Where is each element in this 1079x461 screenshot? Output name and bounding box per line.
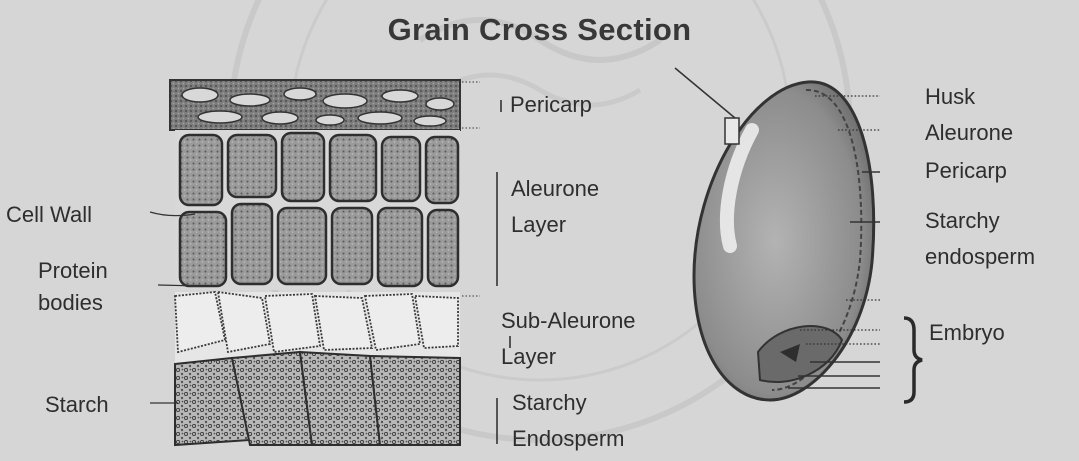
label-pericarp: Pericarp xyxy=(510,90,592,120)
layer-brackets xyxy=(497,100,510,444)
label-cell-wall: Cell Wall xyxy=(6,200,92,230)
label-starch: Starch xyxy=(45,390,109,420)
tissue-section xyxy=(150,80,480,445)
label-starchy-line2: endosperm xyxy=(925,242,1035,272)
label-protein-bodies-line1: Protein xyxy=(38,256,108,286)
label-aleurone-right: Aleurone xyxy=(925,118,1013,148)
grain-illustration xyxy=(675,68,922,402)
label-starchy-line1: Starchy xyxy=(925,206,1000,236)
label-starchy-endosperm-line1: Starchy xyxy=(512,388,587,418)
label-embryo: Embryo xyxy=(929,318,1005,348)
label-husk: Husk xyxy=(925,82,975,112)
label-sub-aleurone-line1: Sub-Aleurone xyxy=(501,306,636,336)
label-pericarp-right: Pericarp xyxy=(925,156,1007,186)
label-aleurone-line2: Layer xyxy=(511,210,566,240)
label-aleurone-line1: Aleurone xyxy=(511,174,599,204)
label-sub-aleurone-line2: Layer xyxy=(501,342,556,372)
label-protein-bodies-line2: bodies xyxy=(38,288,103,318)
label-starchy-endosperm-line2: Endosperm xyxy=(512,424,625,454)
